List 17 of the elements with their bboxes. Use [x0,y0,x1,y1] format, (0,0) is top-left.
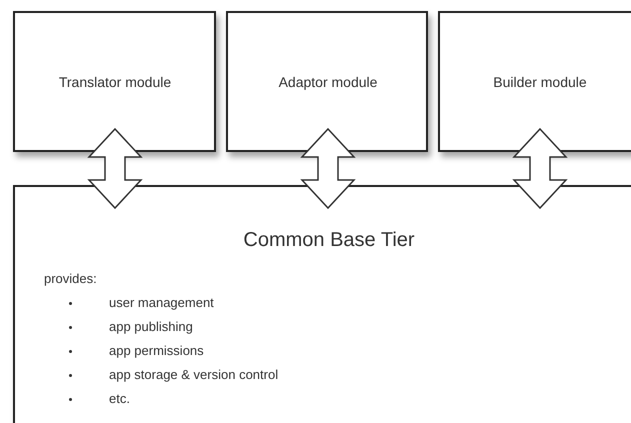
list-item: user management [109,295,214,311]
module-box [438,11,631,152]
module-box [226,11,428,152]
double-block-arrow [512,128,568,210]
tier-box [13,185,631,423]
list-item: etc. [109,391,130,407]
module-label: Builder module [493,74,587,90]
list-item: app publishing [109,319,193,335]
module-label: Translator module [58,74,172,90]
module-label: Adaptor module [278,74,378,90]
module-box [13,11,216,152]
list-item: app permissions [109,343,204,359]
tier-heading: Common Base Tier [243,229,415,251]
provides-label: provides: [44,271,97,287]
list-item: app storage & version control [109,367,278,383]
double-block-arrow [300,128,356,210]
double-block-arrow [87,128,143,210]
